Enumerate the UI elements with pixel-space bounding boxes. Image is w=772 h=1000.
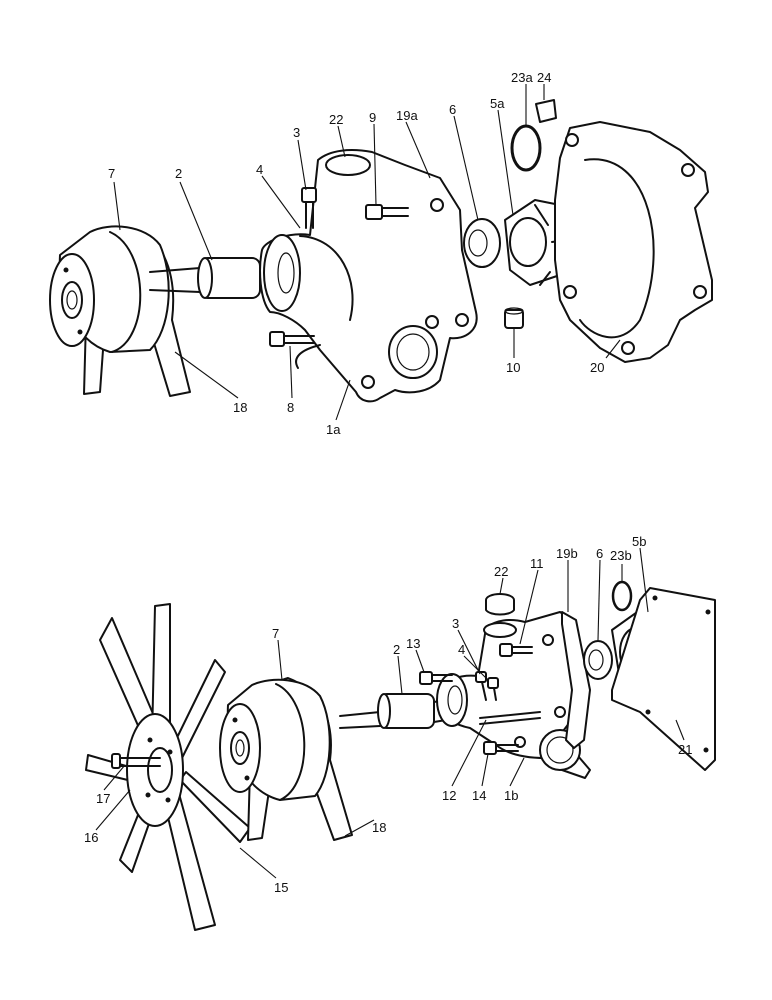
label-24-upper: 24	[537, 70, 551, 85]
upper-assembly: 23a 24 22 9 19a 6 5a 3 7 2 4 10 20 18 8 …	[49, 70, 713, 437]
label-7-lower: 7	[272, 626, 279, 641]
lower-shaft-bearing	[339, 693, 447, 729]
label-21-lower: 21	[678, 742, 692, 757]
label-5a-upper: 5a	[490, 96, 505, 111]
label-22-upper: 22	[329, 112, 343, 127]
upper-pulley	[49, 225, 170, 353]
lower-pulley	[219, 678, 331, 801]
label-19b-lower: 19b	[556, 546, 578, 561]
upper-bolt-8	[269, 331, 315, 347]
lower-pin-12	[479, 711, 541, 725]
label-10-upper: 10	[506, 360, 520, 375]
label-11-lower: 11	[530, 556, 544, 571]
label-4-lower: 4	[458, 642, 465, 657]
lower-oring-23b	[611, 580, 633, 612]
upper-oring-23a	[510, 124, 542, 172]
label-3-upper: 3	[293, 125, 300, 140]
upper-plug-24	[535, 99, 557, 123]
label-3-lower: 3	[452, 616, 459, 631]
label-6-upper: 6	[449, 102, 456, 117]
label-9-upper: 9	[369, 110, 376, 125]
label-14-lower: 14	[472, 788, 486, 803]
upper-labels: 23a 24 22 9 19a 6 5a 3 7 2 4 10 20 18 8 …	[108, 70, 604, 437]
label-22-lower: 22	[494, 564, 508, 579]
lower-plug-22	[485, 593, 515, 616]
label-2-lower: 2	[393, 642, 400, 657]
label-5b-lower: 5b	[632, 534, 646, 549]
label-7-upper: 7	[108, 166, 115, 181]
label-1b-lower: 1b	[504, 788, 518, 803]
label-18-lower: 18	[372, 820, 386, 835]
upper-seal-6	[463, 218, 501, 268]
lower-assembly: 22 11 19b 6 23b 5b 13 3 4 7 2 12 14 1b 2…	[84, 534, 716, 931]
label-23a-upper: 23a	[511, 70, 533, 85]
label-20-upper: 20	[590, 360, 604, 375]
lower-labels: 22 11 19b 6 23b 5b 13 3 4 7 2 12 14 1b 2…	[84, 534, 692, 895]
upper-screw-3	[301, 187, 317, 229]
upper-spacer-10	[504, 307, 524, 329]
lower-fan	[85, 603, 251, 931]
lower-seal-6	[583, 640, 613, 680]
label-12-lower: 12	[442, 788, 456, 803]
lower-bolts	[419, 643, 533, 755]
label-19a-upper: 19a	[396, 108, 418, 123]
label-8-upper: 8	[287, 400, 294, 415]
lower-leaders	[95, 547, 685, 879]
label-1a-upper: 1a	[326, 422, 341, 437]
label-2-upper: 2	[175, 166, 182, 181]
lower-cover-plate-21	[611, 587, 716, 771]
upper-cover-plate-20	[554, 121, 713, 363]
lower-gasket-19b	[561, 611, 591, 749]
label-18-upper: 18	[233, 400, 247, 415]
label-13-lower: 13	[406, 636, 420, 651]
label-15-lower: 15	[274, 880, 288, 895]
label-17-lower: 17	[96, 791, 110, 806]
upper-pump-body	[259, 149, 478, 403]
label-4-upper: 4	[256, 162, 263, 177]
label-16-lower: 16	[84, 830, 98, 845]
upper-leaders	[113, 84, 621, 421]
upper-bolt-9	[365, 204, 409, 220]
label-23b-lower: 23b	[610, 548, 632, 563]
label-6-lower: 6	[596, 546, 603, 561]
